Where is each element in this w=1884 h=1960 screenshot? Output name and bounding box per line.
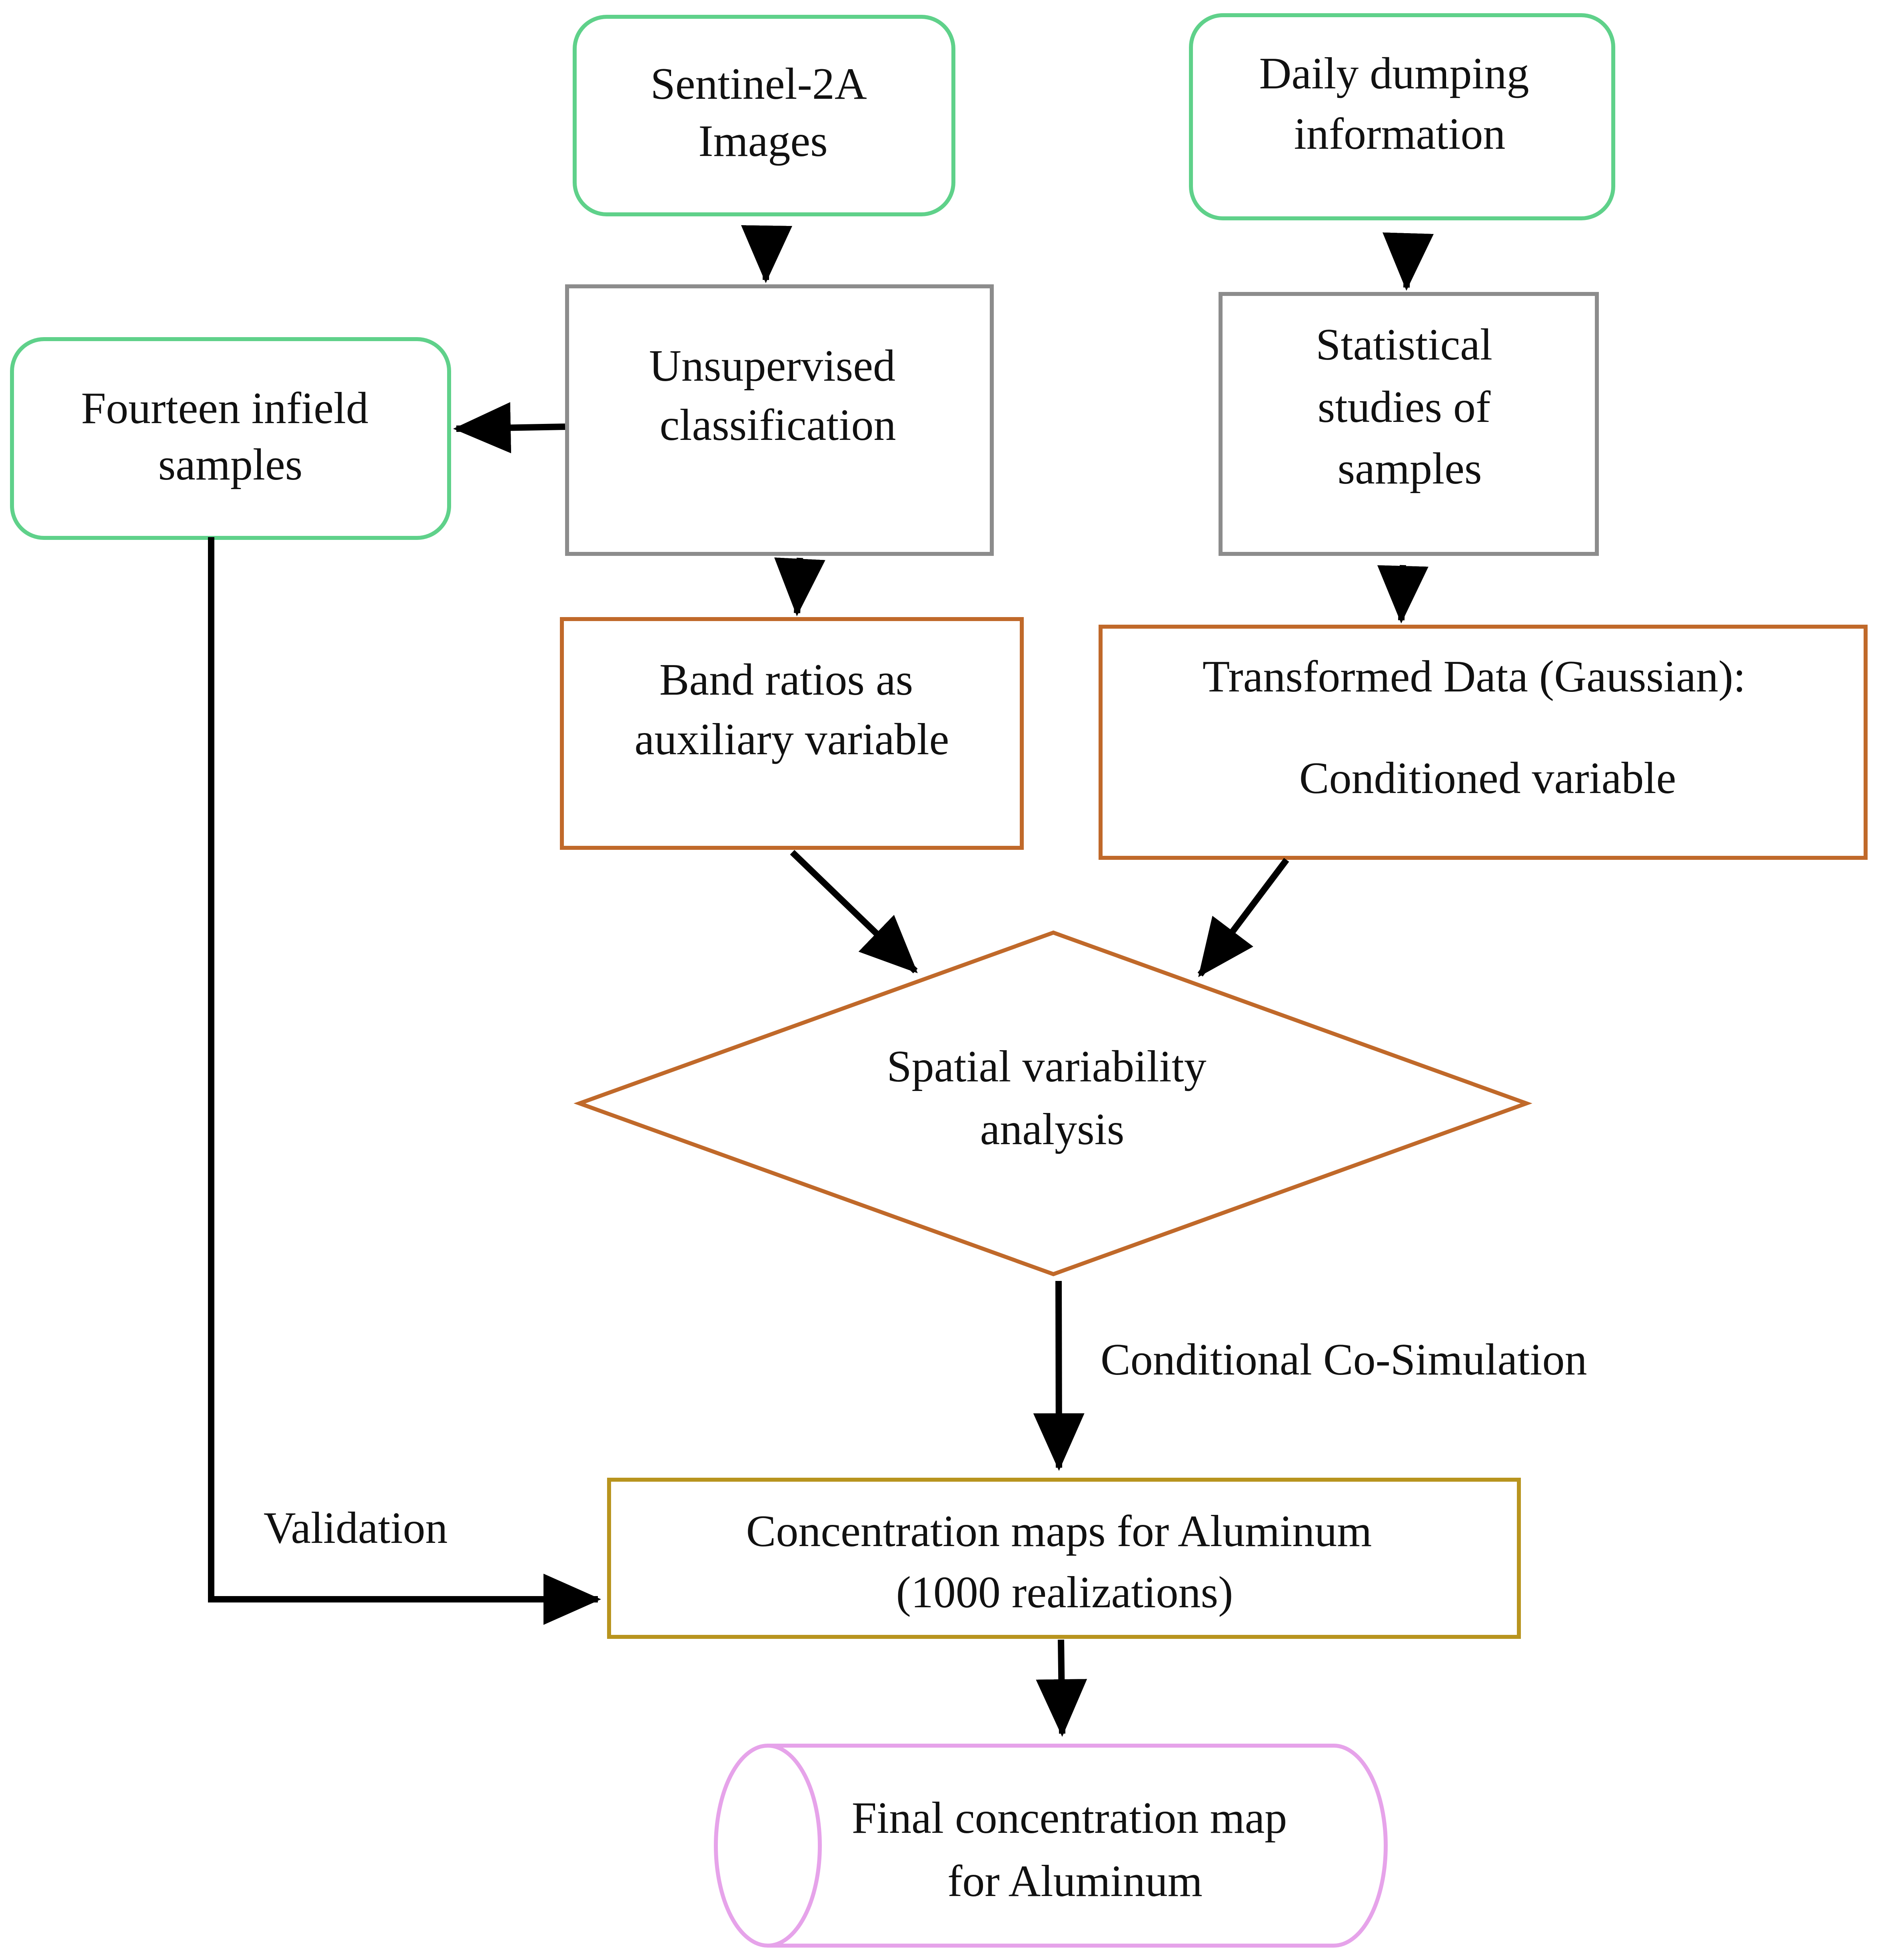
sentinel-label: Sentinel-2A Images [650,59,875,166]
spatial-variability-node [573,930,1532,1277]
band-ratios-label: Band ratios as auxiliary variable [635,655,949,764]
daily-dumping-node [1189,13,1615,220]
arrow-concentration-to-final [1036,1639,1087,1737]
arrows [208,225,1434,1737]
final-map-label: Final concentration map for Aluminum [852,1793,1299,1906]
statistical-label: Statistical studies of samples [1316,320,1504,493]
unsupervised-label: Unsupervised classification [649,341,907,450]
daily-dumping-label: Daily dumping information [1259,49,1540,159]
transformed-data-label: Transformed Data (Gaussian): Conditioned… [1203,652,1757,803]
arrow-transformed-to-spatial [1197,858,1289,977]
band-ratios-node [560,617,1024,850]
arrow-band-to-spatial [790,850,918,973]
cosimulation-edge-label: Conditional Co-Simulation [1101,1335,1587,1385]
concentration-maps-node [607,1478,1521,1639]
statistical-node [1219,292,1599,556]
sentinel-node [573,15,955,216]
arrow-statistical-to-transformed [1377,565,1428,623]
validation-edge-label: Validation [264,1503,448,1553]
fourteen-samples-label: Fourteen infield samples [81,384,380,490]
arrow-validation [208,537,601,1625]
arrow-unsupervised-to-fourteen [453,402,565,454]
final-map-node-front-arc [767,1744,822,1948]
transformed-data-node [1099,625,1868,860]
spatial-variability-label: Spatial variability analysis [887,1042,1217,1154]
final-map-node [714,1744,1388,1948]
unsupervised-node [565,284,994,556]
fourteen-samples-node [10,337,451,540]
arrow-unsupervised-to-band [774,557,825,616]
arrow-daily-to-statistical [1383,232,1434,291]
concentration-maps-label: Concentration maps for Aluminum (1000 re… [746,1506,1383,1617]
arrow-sentinel-to-unsupervised [741,225,793,283]
